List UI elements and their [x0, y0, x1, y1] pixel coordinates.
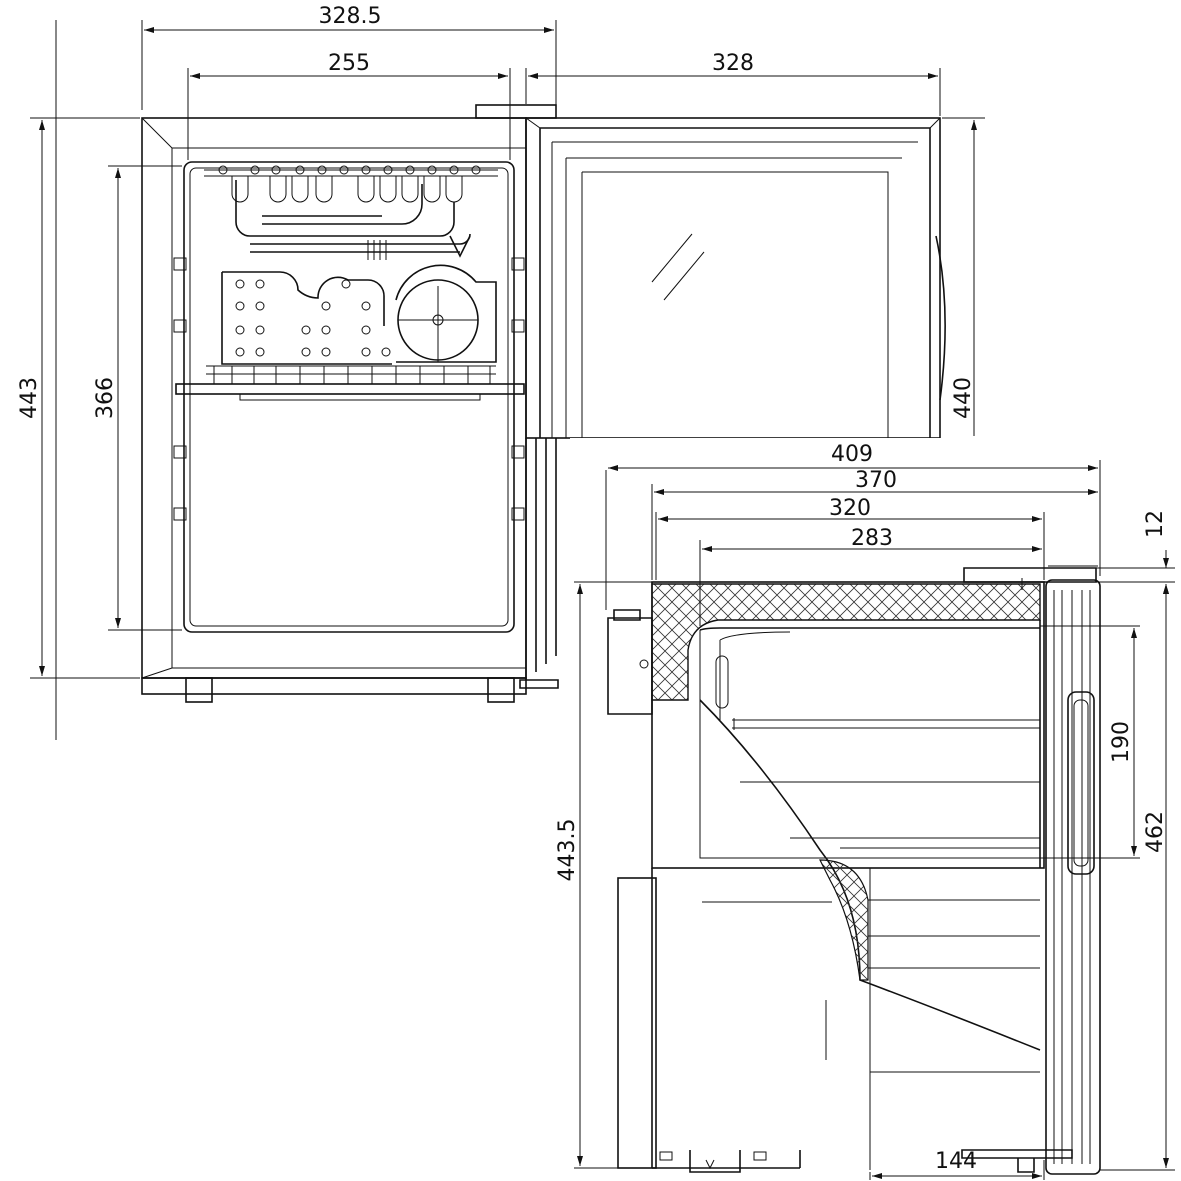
dim-overall-height-side: 462 — [1143, 811, 1168, 853]
dim-door-offset: 144 — [935, 1149, 977, 1174]
shelf-rails — [173, 257, 525, 521]
side-view-panel — [570, 438, 1181, 1181]
front-view: 328.5 255 328 443 366 440 — [17, 4, 985, 740]
wire-shelf — [175, 365, 525, 401]
top-hinge — [475, 104, 557, 119]
dim-depth-320: 320 — [829, 496, 871, 521]
dim-top-step: 12 — [1143, 510, 1168, 538]
top-insulation — [651, 583, 1041, 701]
side-dimension-lines — [574, 460, 1175, 1180]
left-foot — [185, 677, 213, 703]
side-view: 409 370 320 283 12 443.5 190 462 144 — [555, 442, 1175, 1180]
dim-overall-depth: 409 — [831, 442, 873, 467]
dim-inner-height: 366 — [93, 377, 118, 419]
dim-door-width: 328 — [712, 51, 754, 76]
dim-shelf-gap: 190 — [1109, 721, 1134, 763]
front-dimension-lines — [30, 20, 985, 740]
dim-door-height: 440 — [951, 377, 976, 419]
cabinet-outline — [141, 117, 527, 679]
interior-liner — [183, 161, 515, 633]
dim-depth-283: 283 — [851, 526, 893, 551]
back-plate — [221, 271, 392, 365]
dim-overall-height: 443 — [17, 377, 42, 419]
base-plinth — [141, 677, 527, 695]
dim-overall-width: 328.5 — [319, 4, 382, 29]
dim-inner-width: 255 — [328, 51, 370, 76]
dim-depth-370: 370 — [855, 468, 897, 493]
dim-body-height: 443.5 — [555, 819, 580, 882]
evaporator-coil — [204, 165, 498, 260]
fan-unit — [395, 264, 497, 363]
right-foot — [487, 677, 515, 703]
